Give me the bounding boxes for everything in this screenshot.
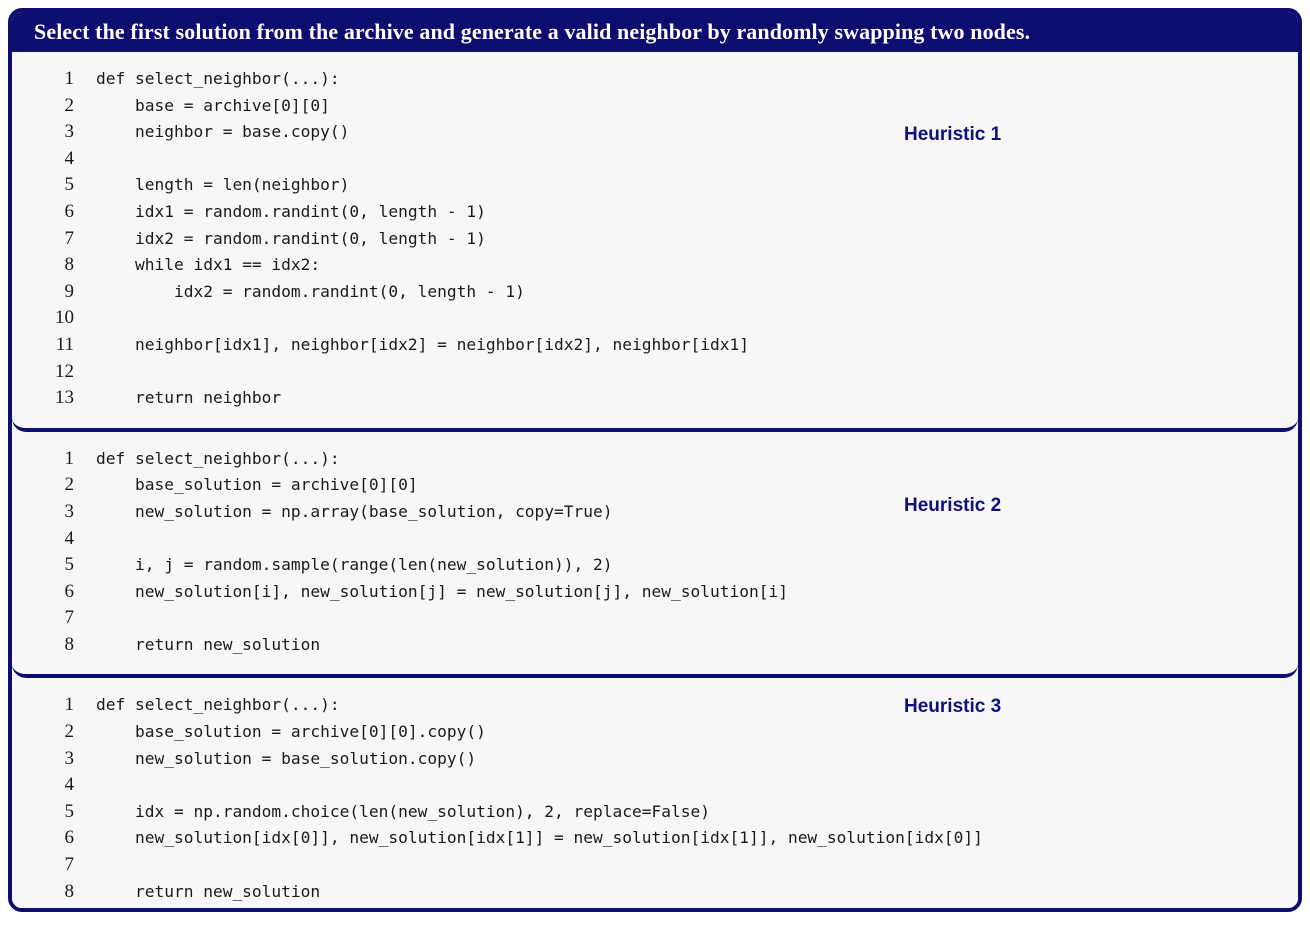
code-line: 6 new_solution[idx[0]], new_solution[idx… [38,825,1298,852]
code-line-text: idx2 = random.randint(0, length - 1) [96,228,486,248]
line-number: 5 [64,800,75,822]
code-block-heuristic-1: Heuristic 1 1 def select_neighbor(...): 2 … [12,52,1298,432]
line-number: 1 [64,694,75,716]
code-line-text: def select_neighbor(...): [96,69,340,88]
code-line-text: neighbor[idx1], neighbor[idx2] = neighbo… [96,334,749,354]
code-line-text: return new_solution [96,634,321,654]
line-number: 10 [55,307,74,329]
code-block-heuristic-3: Heuristic 3 1 def select_neighbor(...): 2 … [12,678,1298,908]
line-number: 12 [55,360,74,382]
line-number: 4 [64,527,75,549]
code-line-text: base = archive[0][0] [96,95,330,115]
line-number: 7 [64,607,75,629]
line-number: 5 [64,554,75,576]
code-block-heuristic-2: Heuristic 2 1 def select_neighbor(...): 2 … [12,431,1298,679]
code-line: 6 new_solution[i], new_solution[j] = new… [38,579,1298,606]
code-lines-1: 1 def select_neighbor(...): 2 base = archi… [12,66,1298,412]
line-number: 1 [64,68,75,89]
code-line: 4 [38,526,1298,553]
code-line-text: new_solution[i], new_solution[j] = new_s… [96,581,788,601]
code-line: 7 [38,605,1298,632]
heuristics-card: Select the first solution from the archi… [8,8,1302,912]
line-number: 2 [64,474,75,496]
code-line: 1 def select_neighbor(...): [38,692,1298,719]
line-number: 3 [64,500,75,522]
page-title: Select the first solution from the archi… [34,19,1031,44]
line-number: 13 [55,387,74,409]
code-line: 7 [38,852,1298,879]
code-line: 5 length = len(neighbor) [38,172,1298,199]
code-blocks-container: Heuristic 1 1 def select_neighbor(...): 2 … [12,52,1298,908]
card-header: Select the first solution from the archi… [12,12,1298,52]
code-line: 5 i, j = random.sample(range(len(new_sol… [38,552,1298,579]
code-line: 11 neighbor[idx1], neighbor[idx2] = neig… [38,332,1298,359]
line-number: 11 [55,333,74,355]
code-line-text: base_solution = archive[0][0].copy() [96,722,486,742]
line-number: 8 [64,633,75,655]
code-line: 3 new_solution = base_solution.copy() [38,746,1298,773]
code-line: 3 neighbor = base.copy() [38,119,1298,146]
code-line-text: new_solution = np.array(base_solution, c… [96,501,613,521]
code-line-text: i, j = random.sample(range(len(new_solut… [96,555,613,575]
code-line: 4 [38,772,1298,799]
heuristic-label-2: Heuristic 2 [904,494,1002,516]
line-number: 6 [64,827,75,849]
code-line-text: def select_neighbor(...): [96,695,340,715]
line-number: 4 [64,147,75,169]
line-number: 7 [64,854,75,876]
line-number: 3 [64,121,75,143]
code-line-text: idx1 = random.randint(0, length - 1) [96,201,486,221]
code-line: 9 idx2 = random.randint(0, length - 1) [38,279,1298,306]
code-line: 7 idx2 = random.randint(0, length - 1) [38,226,1298,253]
code-line: 2 base_solution = archive[0][0].copy() [38,719,1298,746]
line-number: 6 [64,580,75,602]
code-lines-2: 1 def select_neighbor(...): 2 base_solutio… [12,446,1298,659]
code-line-text: return neighbor [96,388,282,408]
code-line-text: while idx1 == idx2: [96,255,321,275]
code-line-text: idx2 = random.randint(0, length - 1) [96,281,525,301]
code-line: 13 return neighbor [38,385,1298,412]
code-line: 6 idx1 = random.randint(0, length - 1) [38,199,1298,226]
code-line: 1 def select_neighbor(...): [38,66,1298,93]
code-line-text: neighbor = base.copy() [96,122,350,142]
code-line: 8 return new_solution [38,632,1298,659]
code-line-text: def select_neighbor(...): [96,448,340,468]
code-line-text: new_solution = base_solution.copy() [96,748,477,768]
code-line: 8 return new_solution [38,879,1298,906]
line-number: 7 [64,227,75,249]
code-line: 10 [38,305,1298,332]
line-number: 8 [64,880,75,902]
heuristic-label-3: Heuristic 3 [904,696,1002,718]
code-line: 1 def select_neighbor(...): [38,446,1298,473]
code-line-text: base_solution = archive[0][0] [96,475,418,495]
line-number: 3 [64,747,75,769]
code-line-text: new_solution[idx[0]], new_solution[idx[1… [96,828,983,848]
line-number: 5 [64,174,75,196]
code-line: 8 while idx1 == idx2: [38,252,1298,279]
line-number: 2 [64,721,75,743]
heuristic-label-1: Heuristic 1 [904,124,1002,145]
code-line: 2 base = archive[0][0] [38,93,1298,120]
line-number: 9 [64,280,75,302]
code-line: 5 idx = np.random.choice(len(new_solutio… [38,799,1298,826]
code-line-text: return new_solution [96,881,321,901]
code-line: 12 [38,359,1298,386]
line-number: 6 [64,200,75,222]
line-number: 8 [64,254,75,276]
code-lines-3: 1 def select_neighbor(...): 2 base_solutio… [12,692,1298,905]
line-number: 1 [64,447,75,469]
code-line: 2 base_solution = archive[0][0] [38,472,1298,499]
code-line: 4 [38,146,1298,173]
code-line-text: length = len(neighbor) [96,175,350,195]
code-line-text: idx = np.random.choice(len(new_solution)… [96,801,710,821]
line-number: 4 [64,774,75,796]
code-line: 3 new_solution = np.array(base_solution,… [38,499,1298,526]
line-number: 2 [64,94,75,116]
